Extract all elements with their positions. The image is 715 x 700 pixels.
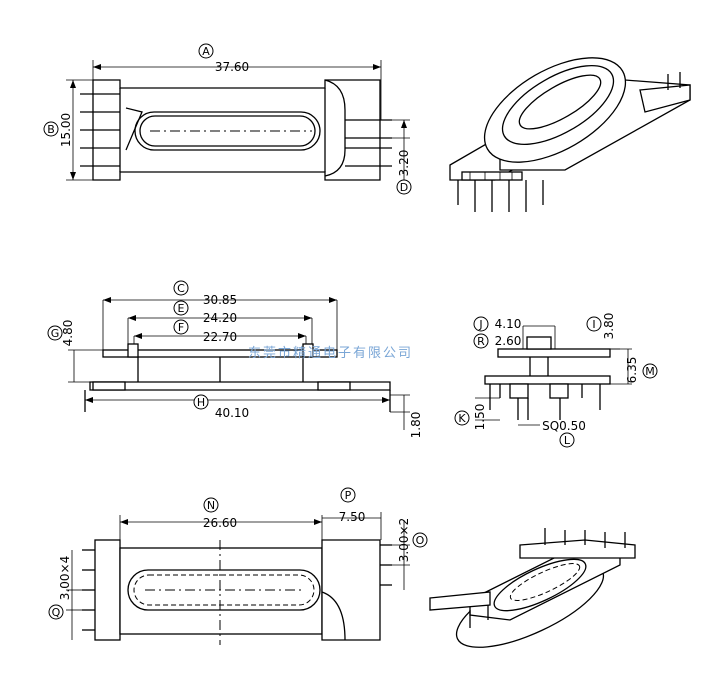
label-p-circle: [340, 487, 356, 503]
label-c-circle: [173, 280, 189, 296]
label-k-circle: [454, 410, 470, 426]
label-r: R: [477, 335, 485, 348]
top-view: A 37.60 B 15.00: [43, 43, 412, 195]
label-e-circle: [173, 300, 189, 316]
label-m: M: [645, 365, 655, 378]
dim-q-text: 3.00×4: [58, 556, 72, 600]
label-f: F: [178, 321, 184, 334]
dim-n-text: 26.60: [203, 516, 237, 530]
label-b-circle: [43, 121, 59, 137]
label-f-circle: [173, 319, 189, 335]
label-m-circle: [642, 363, 658, 379]
label-d-circle: [396, 179, 412, 195]
dim-b-text: 15.00: [59, 113, 73, 147]
dim-g-text: 4.80: [61, 320, 75, 347]
label-a-circle: [198, 43, 214, 59]
dim-m-text: 6.35: [625, 357, 639, 384]
label-p: P: [345, 489, 352, 502]
label-h-circle: [193, 394, 209, 410]
dim-d-text: 3.20: [397, 150, 411, 177]
dim-i-text: 3.80: [602, 313, 616, 340]
dim-e-text: 24.20: [203, 311, 237, 325]
iso-view-bottom: [429, 528, 636, 648]
label-n: N: [207, 499, 215, 512]
iso-view-top: [449, 57, 691, 212]
label-l-circle: [559, 432, 575, 448]
watermark-text: 东莞市精通电子有限公司: [248, 345, 413, 361]
dim-r-text: 2.60: [495, 334, 522, 348]
dim-l-text: SQ0.50: [542, 419, 586, 433]
dim-h2-text: 1.80: [409, 412, 423, 439]
label-e: E: [178, 302, 185, 315]
label-b: B: [47, 123, 55, 136]
label-n-circle: [203, 497, 219, 513]
label-i: I: [592, 318, 595, 331]
label-q-circle: [48, 604, 64, 620]
label-r-circle: [473, 333, 489, 349]
dim-o-text: 3.00×2: [397, 518, 411, 562]
label-l: L: [564, 434, 571, 447]
label-c: C: [177, 282, 185, 295]
dim-c-text: 30.85: [203, 293, 237, 307]
dim-h-text: 40.10: [215, 406, 249, 420]
label-k: K: [458, 412, 466, 425]
label-j-circle: [473, 316, 489, 332]
label-q: Q: [52, 606, 61, 619]
dim-p-text: 7.50: [339, 510, 366, 524]
label-o: O: [416, 534, 425, 547]
dim-k-text: 1.50: [473, 404, 487, 431]
label-a: A: [202, 45, 210, 58]
label-g-circle: [47, 325, 63, 341]
label-h: H: [197, 396, 205, 409]
side-view: C 30.85 E 24.20 F 22.70 G 4.80: [47, 280, 423, 439]
label-i-circle: [586, 316, 602, 332]
end-view: J 4.10 R 2.60 I 3.80 6.35 M: [454, 313, 658, 448]
label-d: D: [400, 181, 408, 194]
bottom-view: N 26.60 P 7.50 3.00×2 O: [48, 487, 428, 645]
dim-a-text: 37.60: [215, 60, 249, 74]
label-o-circle: [412, 532, 428, 548]
label-g: G: [51, 327, 60, 340]
label-j: J: [478, 318, 482, 331]
dim-f-text: 22.70: [203, 330, 237, 344]
dim-j-text: 4.10: [495, 317, 522, 331]
